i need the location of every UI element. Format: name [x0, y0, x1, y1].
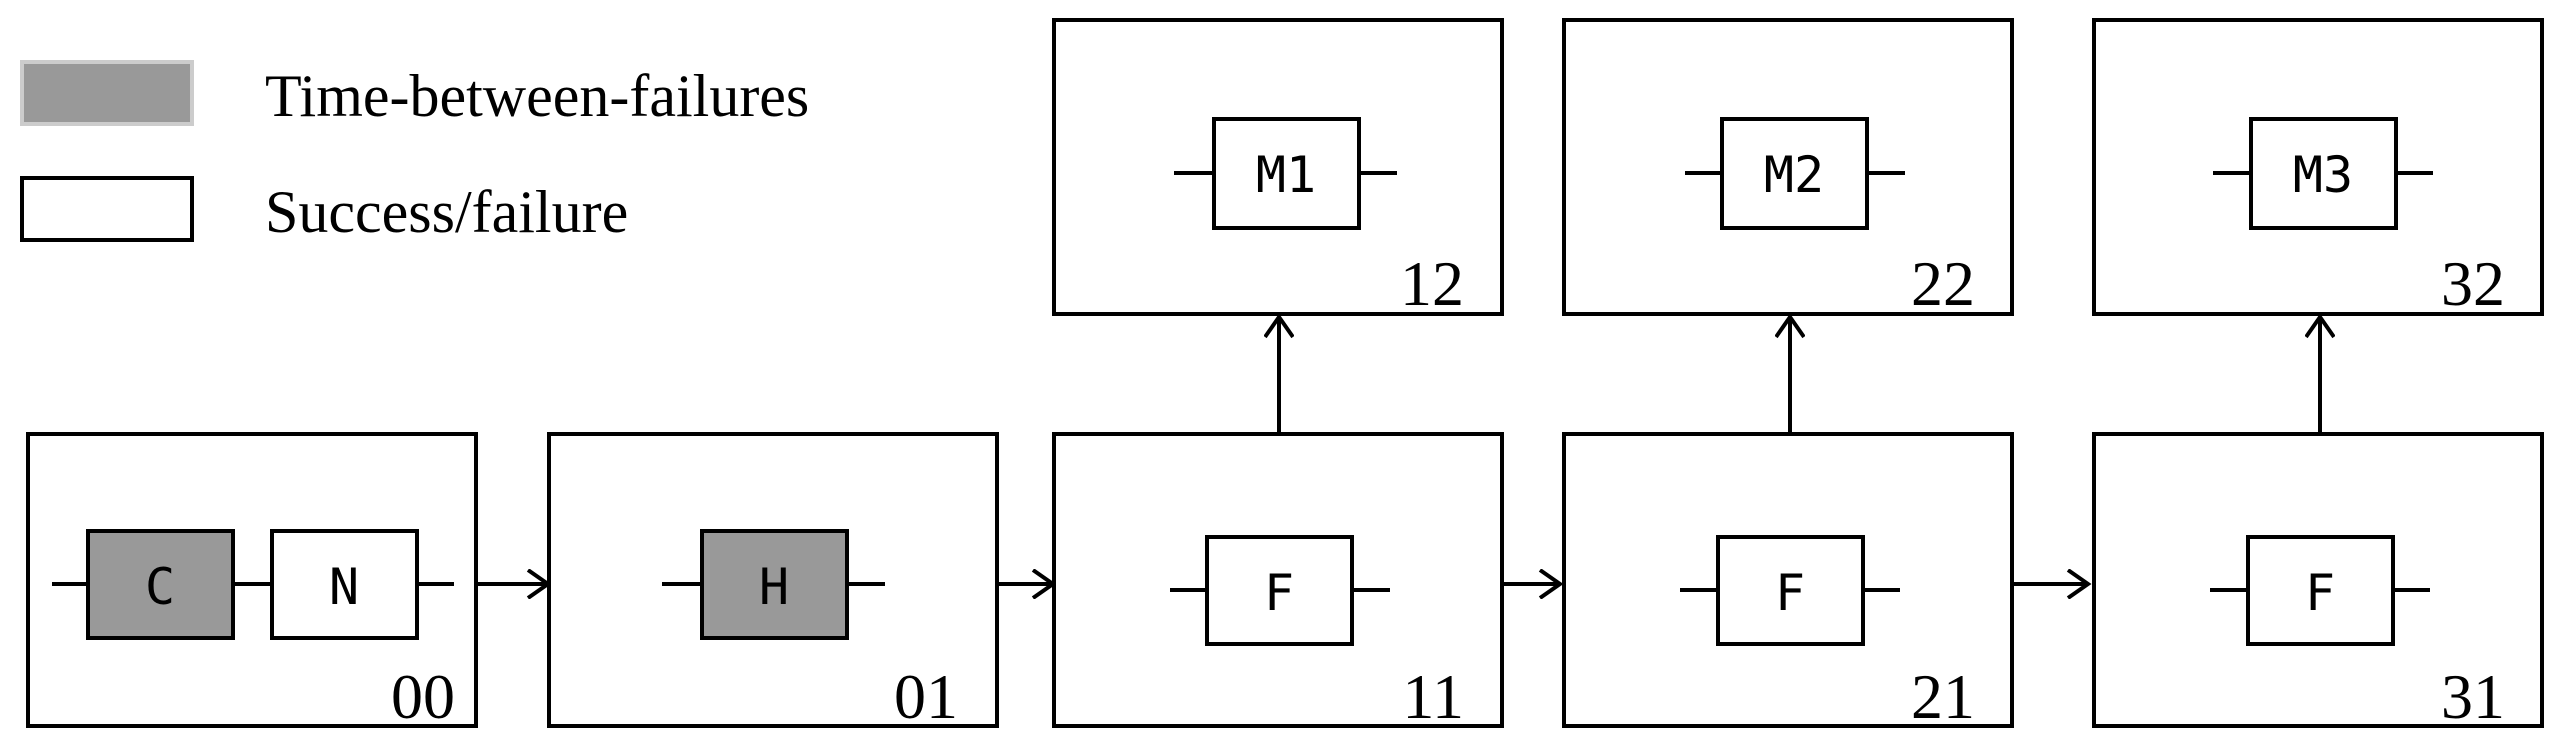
state-31-id: 31	[2441, 661, 2505, 732]
component-f-11-label: F	[1264, 564, 1294, 622]
state-12: M1 12	[1052, 18, 1504, 319]
component-f-21-label: F	[1775, 564, 1805, 622]
legend-label-time-between-failures: Time-between-failures	[265, 63, 809, 129]
legend-swatch-time-between-failures	[20, 60, 194, 126]
state-11-id: 11	[1402, 661, 1464, 732]
state-12-id: 12	[1400, 248, 1464, 319]
component-h	[700, 529, 849, 640]
component-n-label: N	[329, 558, 359, 616]
component-f-21	[1716, 535, 1865, 646]
legend-swatch-success-failure	[20, 176, 194, 242]
state-21-id: 21	[1911, 661, 1975, 732]
state-01: H 01	[547, 432, 999, 732]
state-11: F 11	[1052, 432, 1504, 732]
component-m1	[1212, 117, 1361, 230]
legend: Time-between-failures Success/failure	[20, 60, 809, 245]
legend-label-success-failure: Success/failure	[265, 179, 628, 245]
component-m2-label: M2	[1764, 146, 1824, 204]
state-31: F 31	[2092, 432, 2544, 732]
state-32-id: 32	[2441, 248, 2505, 319]
state-32: M3 32	[2092, 18, 2544, 319]
state-00: C N 00	[26, 432, 478, 732]
component-f-31-label: F	[2305, 564, 2335, 622]
component-c	[86, 529, 235, 640]
component-m3-label: M3	[2293, 146, 2353, 204]
component-m1-label: M1	[1256, 146, 1316, 204]
component-n	[270, 529, 419, 640]
state-22-id: 22	[1911, 248, 1975, 319]
component-h-label: H	[759, 558, 789, 616]
component-c-label: C	[145, 558, 175, 616]
component-m3	[2249, 117, 2398, 230]
state-22: M2 22	[1562, 18, 2014, 319]
state-21: F 21	[1562, 432, 2014, 732]
state-01-id: 01	[894, 661, 958, 732]
component-f-11	[1205, 535, 1354, 646]
state-00-id: 00	[391, 661, 455, 732]
